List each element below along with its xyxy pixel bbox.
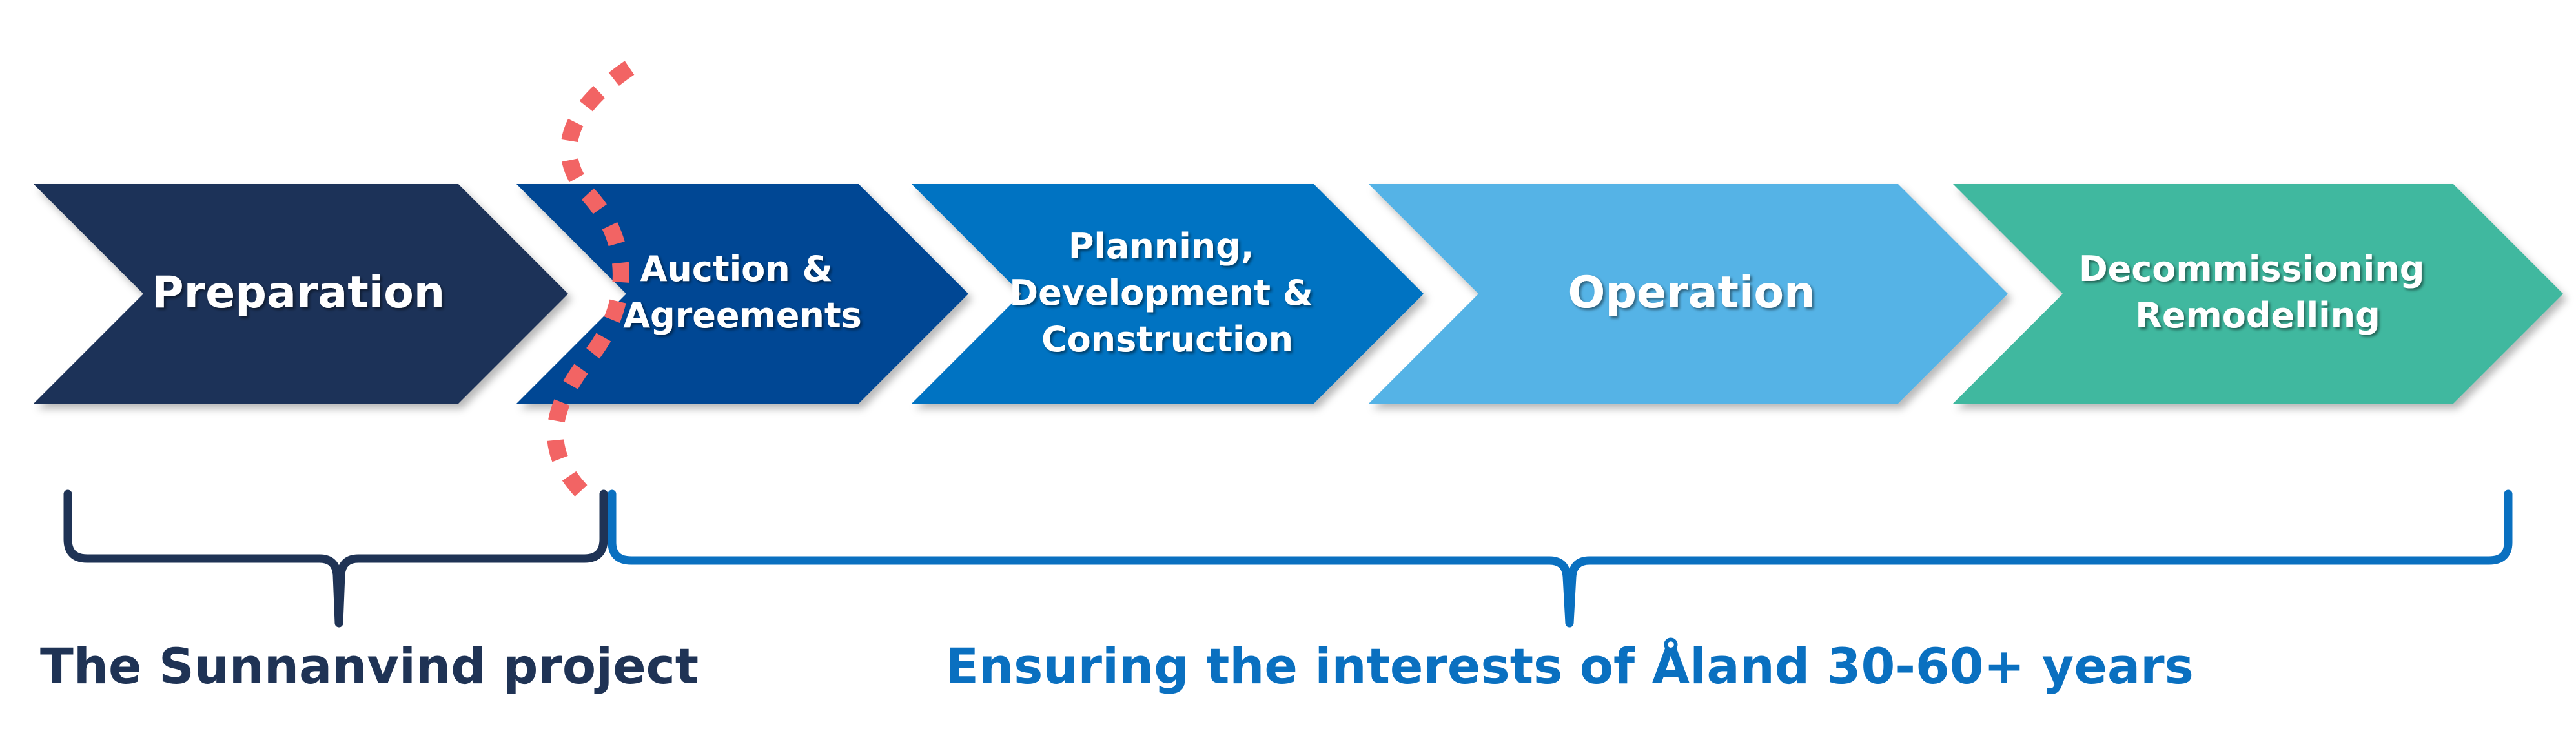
stage-label-line: Agreements xyxy=(623,295,862,336)
divider-dotted-curve xyxy=(547,61,635,497)
stage-planning-label: Planning, Development & Construction xyxy=(1009,226,1325,360)
stage-label-line: Operation xyxy=(1568,267,1815,318)
aland-interests-caption: Ensuring the interests of Åland 30-60+ y… xyxy=(945,637,2194,695)
stage-label-line: Preparation xyxy=(152,267,445,318)
stage-operation-chevron xyxy=(1369,184,2008,404)
stage-preparation-chevron xyxy=(34,184,568,404)
left-bracket xyxy=(63,489,608,628)
sunnanvind-project-caption: The Sunnanvind project xyxy=(40,637,699,695)
stage-label-line: Auction & xyxy=(640,249,833,289)
stage-label-line: Decommissioning xyxy=(2079,249,2425,289)
stage-decommissioning-chevron xyxy=(1953,184,2563,404)
stage-operation-label: Operation xyxy=(1568,267,1815,318)
stage-decommissioning-label: Decommissioning Remodelling xyxy=(2079,249,2437,336)
stage-auction-label: Auction & Agreements xyxy=(623,249,862,336)
stage-chevrons xyxy=(34,184,2563,404)
stage-auction-chevron xyxy=(516,184,968,404)
stage-planning-chevron xyxy=(912,184,1424,404)
right-bracket xyxy=(608,489,2513,628)
stage-label-line: Development & xyxy=(1009,273,1313,313)
stage-label-line: Construction xyxy=(1041,319,1293,360)
stage-label-line: Planning, xyxy=(1068,226,1254,267)
stage-preparation-label: Preparation xyxy=(152,267,445,318)
stage-label-line: Remodelling xyxy=(2135,295,2380,336)
